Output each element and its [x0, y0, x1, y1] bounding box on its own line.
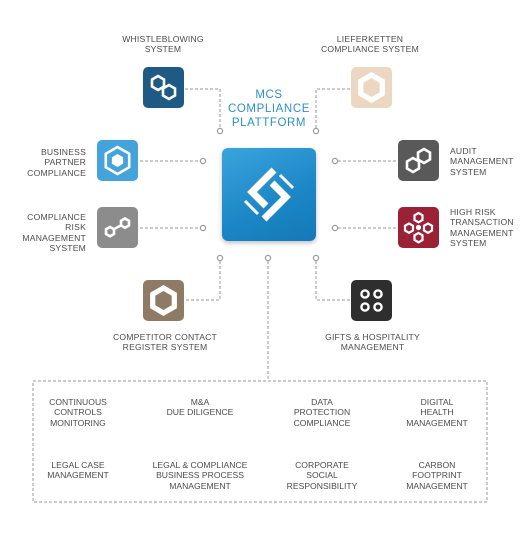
compliance-risk-tile[interactable] [97, 207, 138, 248]
sub-modules-panel: CONTINUOUS CONTROLS MONITORING M&A DUE D… [33, 381, 487, 502]
compliance-risk-label: COMPLIANCE RISK MANAGEMENT SYSTEM [22, 212, 86, 254]
high-risk-tile[interactable] [398, 207, 439, 248]
hexagon-target-icon [104, 145, 131, 176]
gifts-tile[interactable] [351, 280, 392, 321]
connector-gifts [315, 261, 350, 301]
connector-dot [331, 157, 339, 165]
audit-label: AUDIT MANAGEMENT SYSTEM [450, 146, 514, 177]
connector-whistleblowing [185, 88, 221, 128]
hexagon-cluster-icon [403, 211, 434, 244]
whistleblowing-tile[interactable] [143, 67, 184, 108]
connector-dot [216, 127, 224, 135]
lieferketten-tile[interactable] [351, 67, 392, 108]
sub-module-legal-compliance-bpm[interactable]: LEGAL & COMPLIANCE BUSINESS PROCESS MANA… [152, 460, 248, 491]
sub-module-data-protection[interactable]: DATA PROTECTION COMPLIANCE [293, 397, 351, 428]
connector-lieferketten [315, 88, 350, 128]
sub-module-carbon-footprint[interactable]: CARBON FOOTPRINT MANAGEMENT [406, 460, 468, 491]
gifts-label: GIFTS & HOSPITALITY MANAGEMENT [325, 332, 420, 353]
sub-modules-border [32, 380, 488, 503]
connector-dot [199, 224, 207, 232]
business-partner-tile[interactable] [97, 140, 138, 181]
platform-logo-icon [243, 167, 295, 222]
lieferketten-label: LIEFERKETTEN COMPLIANCE SYSTEM [321, 34, 419, 55]
connector-competitor [186, 261, 221, 301]
four-dots-icon [360, 289, 383, 312]
competitor-contact-label: COMPETITOR CONTACT REGISTER SYSTEM [112, 332, 218, 353]
platform-title: MCS COMPLIANCE PLATTFORM [227, 89, 311, 129]
sub-module-legal-case[interactable]: LEGAL CASE MANAGEMENT [47, 460, 109, 481]
connector-dot [199, 157, 207, 165]
sub-module-corporate-social[interactable]: CORPORATE SOCIAL RESPONSIBILITY [286, 460, 358, 491]
gear-ring-icon [150, 285, 177, 316]
chain-link-icon [104, 217, 131, 238]
two-hexagons-icon [405, 147, 432, 174]
gear-ring-icon [358, 72, 385, 103]
business-partner-label: BUSINESS PARTNER COMPLIANCE [27, 147, 86, 178]
competitor-contact-tile[interactable] [143, 280, 184, 321]
two-hexagons-icon [150, 74, 177, 101]
sub-module-digital-health[interactable]: DIGITAL HEALTH MANAGEMENT [406, 397, 468, 428]
sub-module-m-and-a[interactable]: M&A DUE DILIGENCE [166, 397, 234, 418]
platform-logo-tile[interactable] [222, 148, 316, 241]
connector-dot [216, 254, 224, 262]
connector-dot [264, 254, 272, 262]
whistleblowing-label: WHISTLEBLOWING SYSTEM [122, 34, 204, 55]
connector-dot [312, 254, 320, 262]
audit-tile[interactable] [398, 140, 439, 181]
sub-module-continuous-controls[interactable]: CONTINUOUS CONTROLS MONITORING [49, 397, 107, 428]
high-risk-label: HIGH RISK TRANSACTION MANAGEMENT SYSTEM [450, 207, 514, 249]
connector-dot [331, 224, 339, 232]
connector-dot [312, 127, 320, 135]
